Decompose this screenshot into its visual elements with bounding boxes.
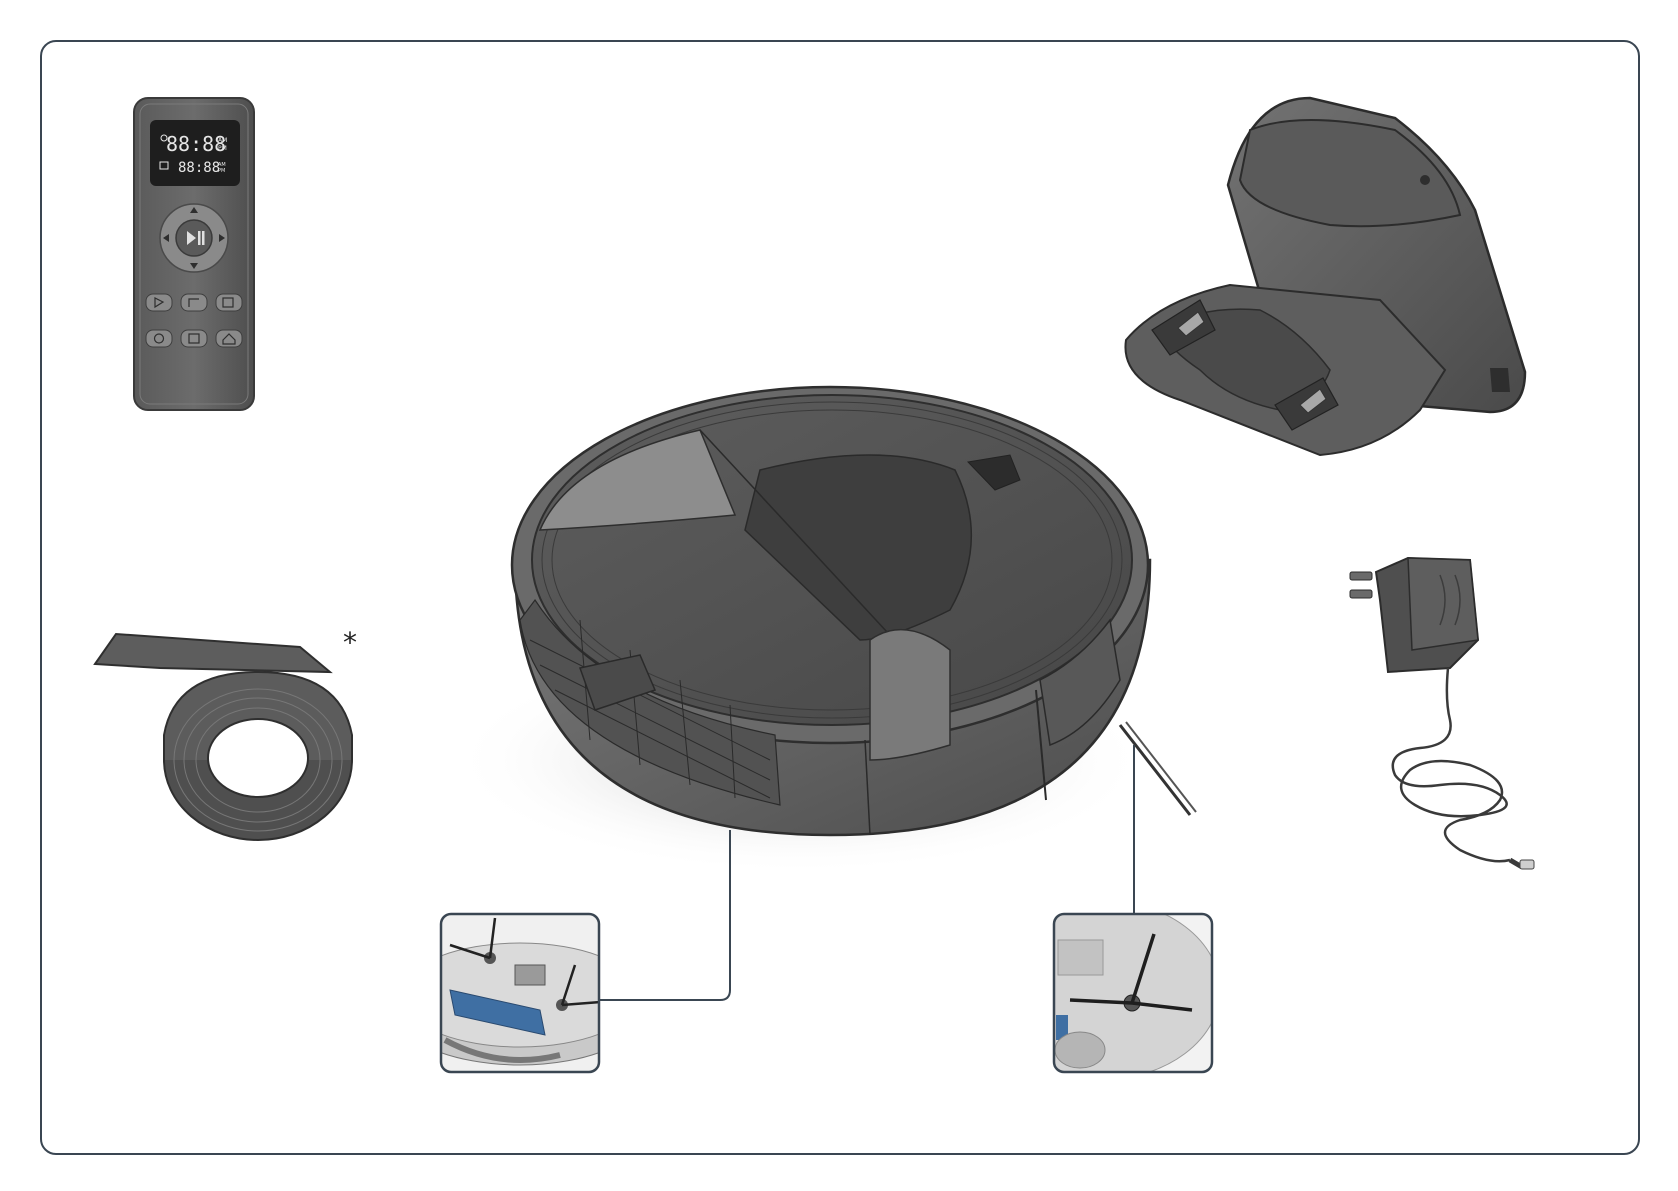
clock-button[interactable] bbox=[146, 330, 172, 347]
robot-vacuum bbox=[450, 387, 1196, 875]
footnote-asterisk: * bbox=[343, 626, 357, 659]
lcd-pm-label-2: PM bbox=[218, 168, 225, 174]
remote-lcd: 88:88 AM PM 88:88 AM PM bbox=[150, 120, 240, 186]
remote-control: 88:88 AM PM 88:88 AM PM bbox=[134, 98, 254, 410]
adapter-plug-tip bbox=[1520, 860, 1534, 869]
charging-dock bbox=[1125, 98, 1525, 455]
remote-buttons-row2 bbox=[146, 330, 242, 347]
power-adapter bbox=[1350, 558, 1534, 869]
edge-clean-button[interactable] bbox=[181, 294, 207, 311]
lcd-time-bottom: 88:88 bbox=[178, 160, 220, 176]
lcd-time-top: 88:88 bbox=[166, 132, 226, 156]
remote-buttons-row1 bbox=[146, 294, 242, 311]
dock-power-port bbox=[1490, 368, 1510, 392]
spot-clean-button[interactable] bbox=[146, 294, 172, 311]
dock-indicator-light bbox=[1420, 175, 1430, 185]
schedule-button[interactable] bbox=[181, 330, 207, 347]
auto-clean-button[interactable] bbox=[216, 294, 242, 311]
lcd-am-label: AM bbox=[218, 137, 227, 144]
remote-dpad[interactable] bbox=[160, 204, 228, 272]
lcd-pm-label: PM bbox=[218, 145, 227, 152]
magnetic-boundary-tape: * bbox=[95, 626, 357, 840]
